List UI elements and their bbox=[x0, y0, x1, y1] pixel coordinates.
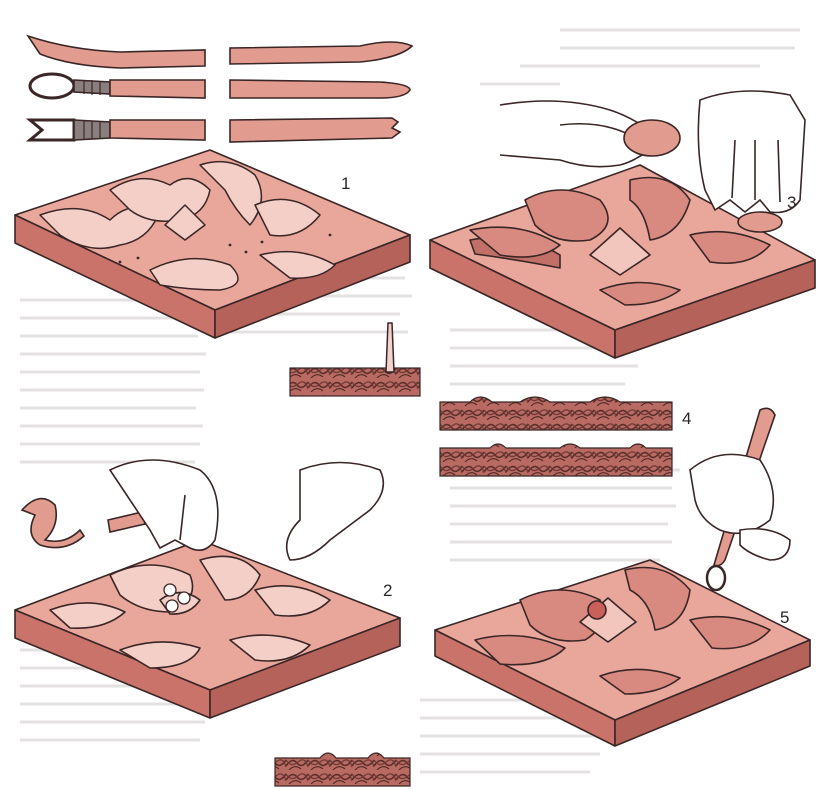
hand-with-clay-ball bbox=[500, 101, 680, 167]
hand-with-loop-tool bbox=[690, 408, 790, 590]
step-number-1: 1 bbox=[341, 175, 350, 192]
step-number-4: 4 bbox=[682, 410, 691, 427]
clay-coil-ribbon bbox=[22, 499, 145, 548]
cross-section-2 bbox=[275, 753, 410, 786]
cross-section-4 bbox=[440, 397, 672, 476]
step-number-2: 2 bbox=[383, 582, 392, 599]
step-number-3: 3 bbox=[787, 194, 796, 211]
step-number-5: 5 bbox=[780, 609, 789, 626]
cross-section-1 bbox=[290, 323, 420, 396]
hands-placing-coil bbox=[110, 460, 383, 560]
modelling-tools bbox=[28, 30, 412, 150]
tile-2-coils bbox=[15, 540, 400, 718]
tile-1-drawing bbox=[15, 150, 410, 338]
